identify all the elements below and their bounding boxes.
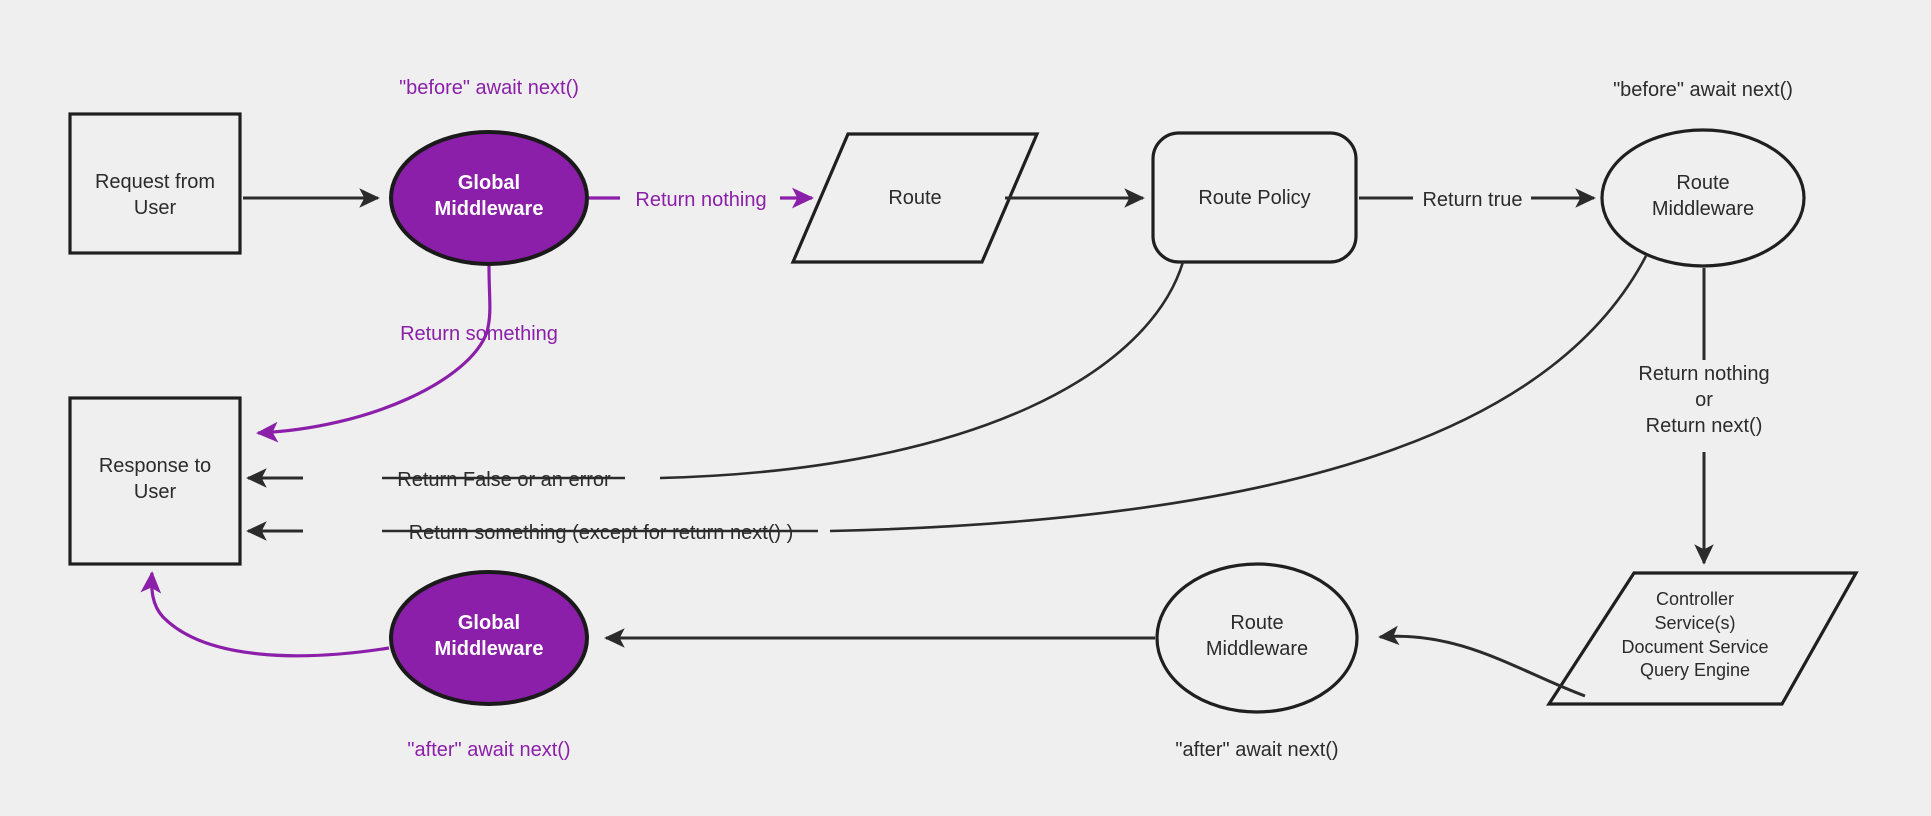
annotation-before-await-next-left: "before" await next() (399, 77, 579, 99)
edge-global-middleware-bottom-to-response-purple (140, 571, 390, 658)
node-global-middleware-top[interactable] (389, 130, 589, 266)
edge-label-return-something: Return something (400, 323, 558, 345)
node-route-middleware-top[interactable] (1600, 128, 1806, 268)
node-route[interactable] (790, 132, 1040, 264)
annotation-before-await-next-right: "before" await next() (1613, 79, 1793, 101)
annotation-after-await-next-right: "after" await next() (1175, 739, 1339, 761)
node-route-policy[interactable] (1151, 131, 1358, 264)
node-controller-stack[interactable] (1546, 571, 1859, 706)
edge-label-return-false-or-error: Return False or an error (397, 469, 611, 491)
edge-label-return-nothing: Return nothing (635, 189, 767, 211)
edge-global-middleware-to-response-purple (256, 265, 492, 443)
node-response-to-user[interactable] (68, 396, 242, 566)
edge-controller-to-route-middleware-bottom (1378, 625, 1586, 698)
node-request-from-user[interactable] (68, 112, 242, 255)
edge-route-policy-to-response-curve (659, 261, 1185, 480)
edge-label-return-nothing-or-next: Return nothing or Return next() (1638, 363, 1770, 437)
annotation-after-await-next-left: "after" await next() (407, 739, 571, 761)
node-global-middleware-bottom[interactable] (389, 570, 589, 706)
edge-label-return-something-except: Return something (except for return next… (408, 522, 794, 544)
node-route-middleware-bottom[interactable] (1155, 562, 1359, 714)
edge-route-middleware-to-response-curve (829, 255, 1648, 533)
edge-label-return-true: Return true (1422, 189, 1523, 211)
